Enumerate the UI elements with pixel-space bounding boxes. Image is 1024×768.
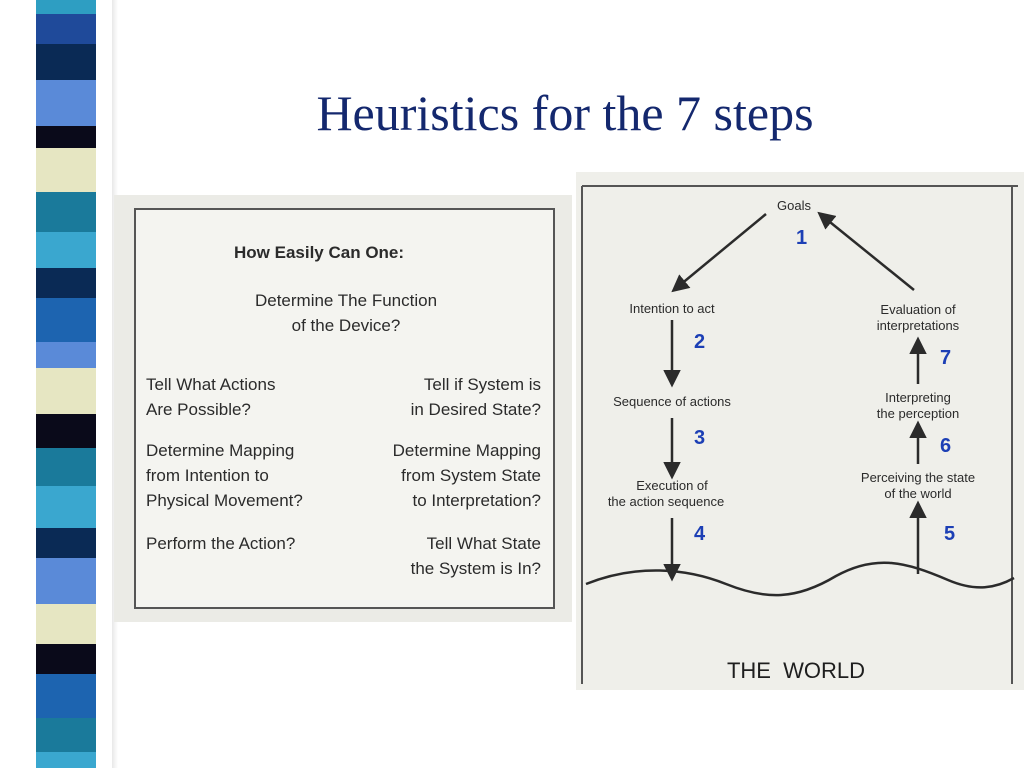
stripe-block [36,486,96,528]
world-wave [585,561,1015,597]
right-figure-background [576,172,1024,690]
stripe-block [36,148,96,192]
stripe-block [36,298,96,342]
step-number-3: 3 [694,427,705,449]
stripe-block [36,718,96,752]
evaluation-label-2: interpretations [877,318,960,333]
heuristic-actions-2: Are Possible? [146,400,251,419]
heuristic-perform: Perform the Action? [146,534,296,553]
stripe-block [36,604,96,644]
heuristic-function-2: of the Device? [291,316,401,335]
stripe-block [36,0,96,14]
stripe-block [36,528,96,558]
heuristic-mapping-2: from Intention to [146,466,269,485]
stripe-block [36,44,96,80]
heuristic-function-1: Determine The Function [254,291,438,310]
stripe-block [36,126,96,148]
stripe-block [36,752,96,768]
execution-label-1: Execution of [636,478,708,493]
heuristic-state-2: in Desired State? [410,400,541,419]
perceiving-label-2: of the world [884,486,951,501]
heuristic-interpretation-3: to Interpretation? [412,491,541,510]
heuristic-actions-1: Tell What Actions [146,375,276,394]
step-number-2: 2 [694,331,705,353]
decorative-stripe [36,0,96,768]
stripe-block [36,342,96,368]
stripe-block [36,232,96,268]
step-number-1: 1 [796,227,807,249]
step-number-4: 4 [694,523,706,545]
sequence-label: Sequence of actions [613,394,731,409]
stripe-block [36,414,96,448]
heuristic-system-state-2: the System is In? [410,559,541,578]
goals-label: Goals [777,198,811,213]
goals-to-intention-arrow [671,213,767,293]
stripe-block [36,268,96,298]
heuristic-interpretation-2: from System State [401,466,541,485]
heuristic-state-1: Tell if System is [423,375,541,394]
stripe-block [36,14,96,44]
interpreting-label-2: the perception [877,406,959,421]
heuristic-interpretation-1: Determine Mapping [392,441,541,460]
slide-title: Heuristics for the 7 steps [316,85,814,141]
stripe-block [36,558,96,604]
stripe-block [36,192,96,232]
stripe-block [36,80,96,126]
heuristics-heading: How Easily Can One: [234,243,405,262]
step-number-7: 7 [940,347,951,369]
step-number-5: 5 [944,523,955,545]
step-number-6: 6 [940,435,951,457]
heuristics-box [134,208,555,609]
stripe-block [36,644,96,674]
interpreting-label-1: Interpreting [885,390,951,405]
stripe-block [36,448,96,486]
execution-label-2: the action sequence [608,494,724,509]
heuristic-mapping-1: Determine Mapping [146,441,295,460]
stripe-block [36,674,96,718]
stripe-block [36,368,96,414]
intention-label: Intention to act [629,301,715,316]
world-label: THE WORLD [727,658,865,683]
heuristic-mapping-3: Physical Movement? [146,491,303,510]
evaluation-to-goals-arrow [817,211,915,291]
perceiving-label-1: Perceiving the state [861,470,975,485]
seven-stages-diagram: Goals Intention to act Sequence of actio… [581,185,1018,684]
evaluation-label-1: Evaluation of [880,302,956,317]
heuristic-system-state-1: Tell What State [426,534,541,553]
